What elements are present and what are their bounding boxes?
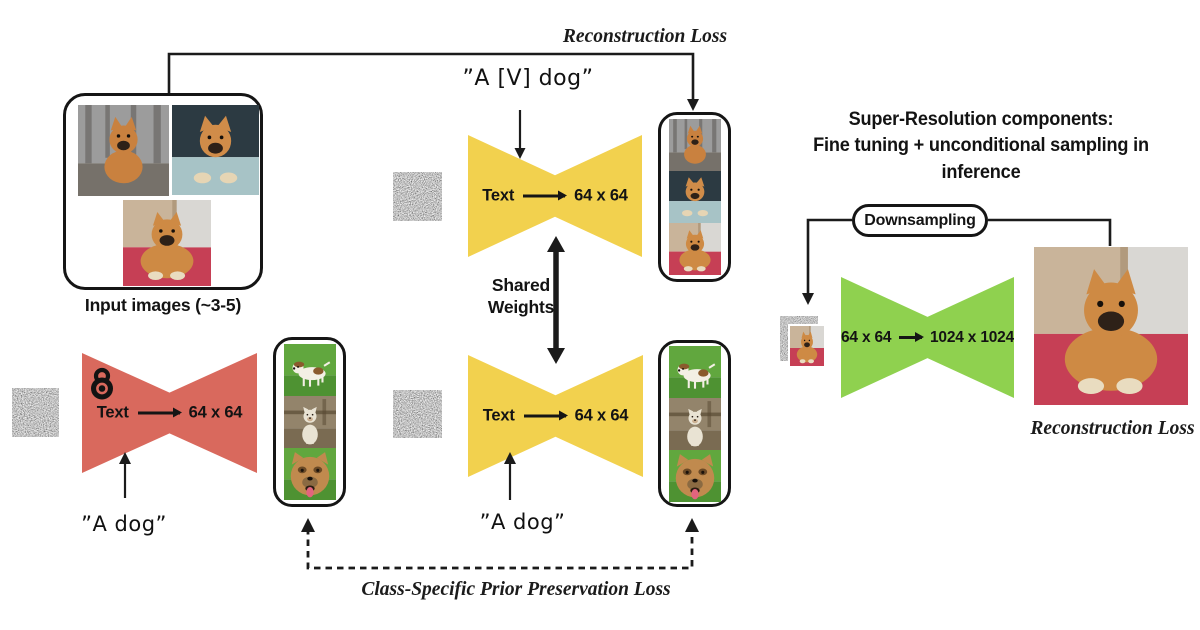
prior-loss-dashed-connector (306, 528, 694, 570)
unet-text-label: Text (96, 403, 129, 422)
stack-photo (668, 223, 721, 275)
input-photo-misty (78, 105, 169, 196)
input-images-box (63, 93, 263, 290)
input-photo-blanket (123, 200, 211, 286)
arrow-right-icon (137, 406, 182, 419)
stack-photo (283, 396, 336, 448)
reconstruction-loss-right-label: Reconstruction Loss (1030, 418, 1195, 439)
arrow-right-icon (899, 331, 924, 343)
sr-section-title: Super-Resolution components: Fine tuning… (813, 108, 1149, 183)
unet-text-label: Text (482, 406, 515, 425)
stack-photo (283, 344, 336, 396)
prior-stack-right (658, 340, 731, 507)
noise-patch-center (393, 390, 442, 438)
sr-input-photo (788, 324, 826, 368)
sr-output-photo (1034, 247, 1188, 405)
unet-text-label: Text (482, 186, 515, 205)
unet-input-res-label: 64 x 64 (841, 328, 892, 346)
unet-frozen-prior: Text 64 x 64 (82, 353, 257, 473)
stack-photo (668, 345, 721, 398)
arrow-right-icon (523, 189, 568, 202)
class-prior-loss-label: Class-Specific Prior Preservation Loss (361, 579, 671, 600)
unet-resolution-label: 64 x 64 (188, 403, 243, 422)
prior-stack-left (273, 337, 346, 507)
arrow-right-icon (523, 409, 568, 422)
unet-super-resolution: 64 x 64 1024 x 1024 (841, 277, 1014, 398)
shared-weights-label: Shared Weights (487, 275, 555, 318)
output-stack-target (658, 112, 731, 282)
input-images-caption: Input images (~3-5) (84, 295, 242, 315)
unet-finetune-bottom: Text 64 x 64 (468, 355, 643, 477)
downsampling-right-connector (988, 218, 1112, 246)
unet-output-res-label: 1024 x 1024 (930, 328, 1014, 346)
unet-resolution-label: 64 x 64 (574, 186, 628, 205)
noise-patch-top (393, 172, 442, 221)
reconstruction-loss-top-label: Reconstruction Loss (562, 26, 728, 47)
input-photo-car (172, 105, 259, 195)
prompt-a-dog-left-label: ”A dog” (81, 512, 167, 536)
stack-photo (668, 397, 721, 450)
stack-photo (668, 449, 721, 502)
unet-finetune-top: Text 64 x 64 (468, 135, 642, 257)
stack-photo (668, 171, 721, 223)
prompt-a-dog-center-label: ”A dog” (479, 510, 566, 534)
noise-patch-left (12, 388, 59, 437)
lock-icon (90, 367, 114, 401)
unet-resolution-label: 64 x 64 (574, 406, 629, 425)
downsampling-box: Downsampling (852, 204, 988, 237)
stack-photo (668, 119, 721, 171)
stack-photo (283, 448, 336, 500)
prompt-v-dog-label: ”A [V] dog” (462, 66, 594, 91)
